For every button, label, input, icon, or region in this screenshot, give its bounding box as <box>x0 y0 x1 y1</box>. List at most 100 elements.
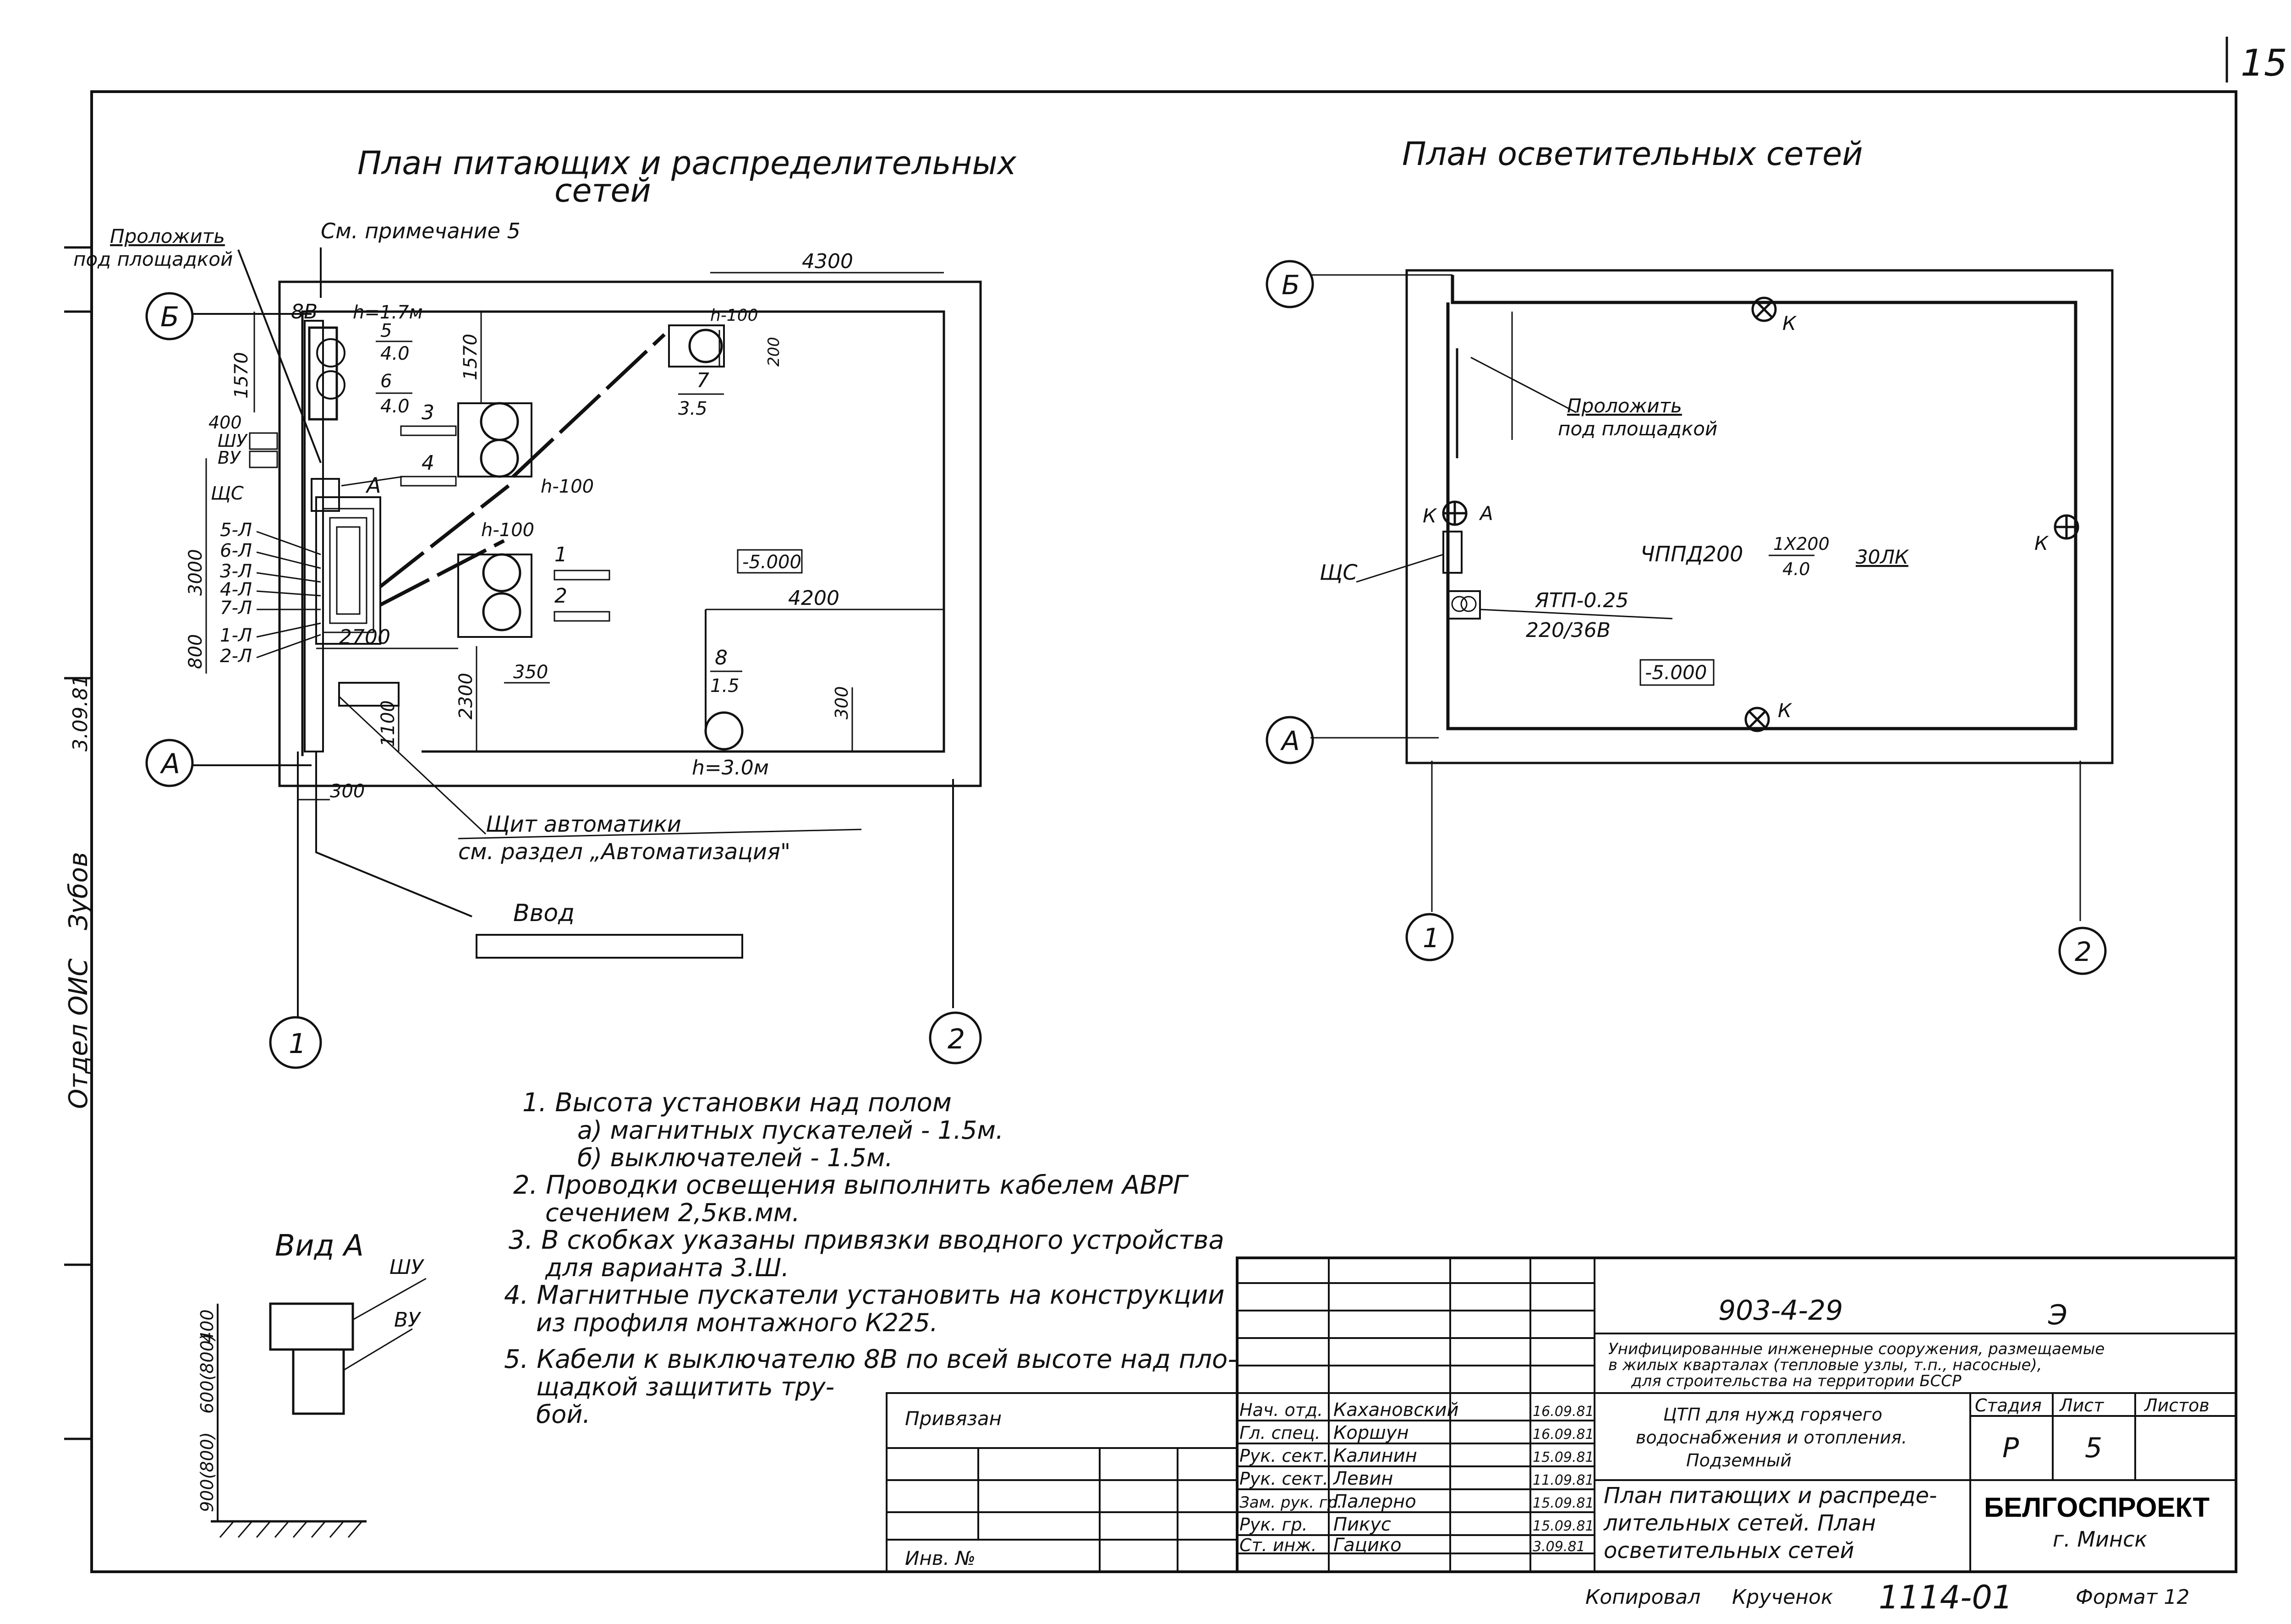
note-5b: щадкой защитить тру- <box>536 1372 834 1401</box>
ytp-label: ЯТП-0.25 <box>1535 589 1628 612</box>
stamp-inv: Инв. № <box>905 1547 976 1569</box>
label-8-value: 1.5 <box>710 675 740 697</box>
lamp-k1: К <box>1782 312 1797 335</box>
stamp-format: Формат 12 <box>2076 1586 2190 1609</box>
label-vu: ВУ <box>218 448 241 468</box>
label-8v: 8В <box>291 300 318 324</box>
left-plan-title-2: сетей <box>554 172 651 209</box>
label-6-value: 4.0 <box>380 396 410 417</box>
automation-panel <box>338 682 400 707</box>
view-a-vu: ВУ <box>394 1308 422 1332</box>
room-inner <box>301 310 945 756</box>
right-axis-b-label: Б <box>1282 269 1300 301</box>
svg-text:Рук. сект.: Рук. сект. <box>1239 1446 1328 1466</box>
note-lay-2: под площадкой <box>73 248 233 270</box>
view-a-shu: ШУ <box>389 1256 425 1279</box>
label-h100-c: h-100 <box>481 520 534 541</box>
svg-text:Пикус: Пикус <box>1333 1514 1391 1535</box>
title-block: Привязан Инв. № 903-4-29 Э Унифицированн… <box>886 1256 2237 1616</box>
axis-2-marker <box>929 1011 982 1064</box>
right-axis-2-label: 2 <box>2075 936 2092 967</box>
dimensions <box>205 272 944 801</box>
label-3: 3 <box>422 401 434 424</box>
left-level: -5.000 <box>742 552 801 573</box>
right-label-shc: ЩС <box>1320 560 1357 585</box>
right-room-outer <box>1405 269 2114 764</box>
side-stamp-date: 3.09.81 <box>69 675 92 752</box>
lamp-frac-bottom: 4.0 <box>1782 559 1810 579</box>
label-shc: ЩС <box>211 483 244 504</box>
label-4: 4 <box>422 451 434 475</box>
note-5: 5. Кабели к выключателю 8В по всей высот… <box>504 1344 1237 1374</box>
label-5-value: 4.0 <box>380 343 410 364</box>
stamp-inv-num: 1114-01 <box>1879 1579 2012 1616</box>
svg-text:Рук. сект.: Рук. сект. <box>1239 1469 1328 1489</box>
label-2: 2 <box>554 584 567 608</box>
stamp-object-1: ЦТП для нужд горячего <box>1663 1405 1882 1425</box>
dim-300-a: 300 <box>330 781 365 802</box>
axis-b-marker <box>145 292 194 340</box>
note-panel-2: см. раздел „Автоматизация" <box>458 839 790 865</box>
label-1: 1 <box>554 543 567 566</box>
label-h100-b: h-100 <box>541 476 594 497</box>
dim-2300: 2300 <box>455 673 477 719</box>
axis-1-marker <box>269 1016 322 1069</box>
note-4b: из профиля монтажного К225. <box>536 1308 938 1337</box>
transformer <box>1447 590 1481 620</box>
svg-text:3.09.81: 3.09.81 <box>1533 1539 1585 1555</box>
dim-200: 200 <box>765 337 783 367</box>
side-stamp: Отдел ОИС Зубов 3.09.81 <box>64 675 93 1118</box>
stamp-stage: Р <box>2002 1432 2019 1464</box>
view-a: Вид А ШУ ВУ 400 600(800) 900(800) <box>197 1229 427 1538</box>
stamp-roles: Нач. отд. Кахановский 16.09.81 Гл. спец.… <box>1239 1399 1594 1556</box>
right-axis-a-label: А <box>1280 725 1300 757</box>
ytp-voltage: 220/36В <box>1526 619 1611 642</box>
axis-b-label: Б <box>160 301 179 333</box>
right-axis-a <box>1266 716 1314 764</box>
dim-300-b: 300 <box>832 686 852 719</box>
line-4l: 4-Л <box>220 579 252 600</box>
dim-4200: 4200 <box>788 587 839 610</box>
right-level: -5.000 <box>1645 661 1707 684</box>
svg-text:16.09.81: 16.09.81 <box>1533 1426 1594 1443</box>
svg-text:Гацико: Гацико <box>1333 1535 1402 1556</box>
note-see: См. примечание 5 <box>321 219 521 243</box>
stamp-tied: Привязан <box>905 1407 1002 1430</box>
svg-text:Палерно: Палерно <box>1333 1491 1416 1512</box>
svg-text:Ст. инж.: Ст. инж. <box>1239 1535 1317 1555</box>
line-2l: 2-Л <box>220 646 252 667</box>
stamp-sheet-header: Лист <box>2059 1395 2105 1416</box>
dim-800: 800 <box>185 634 206 669</box>
svg-text:15.09.81: 15.09.81 <box>1533 1495 1594 1511</box>
stamp-object-3: Подземный <box>1686 1450 1792 1470</box>
left-plan: План питающих и распределительных сетей … <box>73 144 1017 1069</box>
right-axis-1 <box>1405 913 1454 961</box>
label-h17: h=1.7м <box>353 302 423 323</box>
label-a: А <box>365 473 381 498</box>
svg-text:11.09.81: 11.09.81 <box>1533 1472 1594 1488</box>
dim-1570-a: 1570 <box>231 352 252 399</box>
line-6l: 6-Л <box>220 540 252 561</box>
dim-1100: 1100 <box>378 700 399 747</box>
dim-400: 400 <box>208 412 242 433</box>
stamp-sheet-title-2: лительных сетей. План <box>1603 1510 1876 1536</box>
stamp-sheet-title-3: осветительных сетей <box>1604 1538 1854 1564</box>
svg-text:Кахановский: Кахановский <box>1333 1399 1458 1421</box>
note-1b: б) выключателей - 1.5м. <box>577 1143 893 1172</box>
right-axis-b <box>1266 260 1314 308</box>
stamp-stage-header: Стадия <box>1975 1395 2042 1416</box>
right-lay-1: Проложить <box>1567 395 1682 417</box>
right-lay-2: под площадкой <box>1558 417 1717 440</box>
right-axis-2 <box>2058 927 2107 975</box>
view-a-dim-600: 600(800) <box>197 1333 217 1414</box>
room-outer <box>278 280 982 787</box>
right-shc <box>1442 531 1463 574</box>
line-1l: 1-Л <box>220 625 252 646</box>
notes: 1. Высота установки над полом а) магнитн… <box>504 1088 1237 1429</box>
axis-2-label: 2 <box>948 1023 965 1055</box>
lamp-lux: 30ЛК <box>1856 546 1909 568</box>
view-a-shu-box <box>269 1302 354 1351</box>
line-5l: 5-Л <box>220 520 252 541</box>
svg-text:15.09.81: 15.09.81 <box>1533 1518 1594 1534</box>
label-h100-a: h-100 <box>710 306 758 325</box>
